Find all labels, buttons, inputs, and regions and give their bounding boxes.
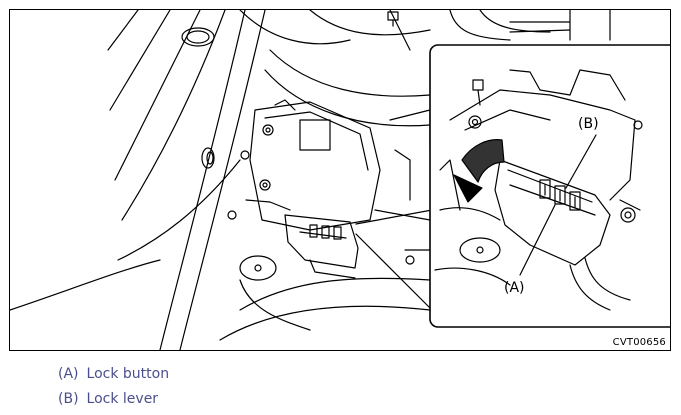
zoom-leader-top [355,209,433,225]
callout-a-leader [519,204,556,276]
legend-key: (A) [58,366,79,382]
engine-bay-illustration: (B) (A) [10,10,670,350]
rotation-arrow-icon [461,139,505,183]
legend-key: (B) [58,391,79,407]
connector-small [284,214,359,279]
zoom-leader-bottom [355,233,433,311]
legend-label: Lock button [86,366,170,382]
callout-b-leader [565,134,597,189]
lower-left-boss [239,255,311,331]
detail-zoom-box [429,44,670,328]
legend-item: (A) Lock button [58,362,169,387]
callout-label-a: (A) [504,280,525,296]
legend-label: Lock lever [86,391,159,407]
top-bolt-icon [387,11,399,27]
figure-code: CVT00656 [612,337,666,348]
legend-item: (B) Lock lever [58,387,169,412]
callout-label-b: (B) [578,116,599,132]
illustration-frame: (B) (A) CVT00656 [9,9,671,351]
grommet-icon [201,147,215,169]
control-module-bracket [227,99,381,231]
legend: (A) Lock button (B) Lock lever [58,362,169,412]
structural-members [374,109,431,265]
body-panel-lines [10,10,611,350]
panel-hole [181,27,215,47]
